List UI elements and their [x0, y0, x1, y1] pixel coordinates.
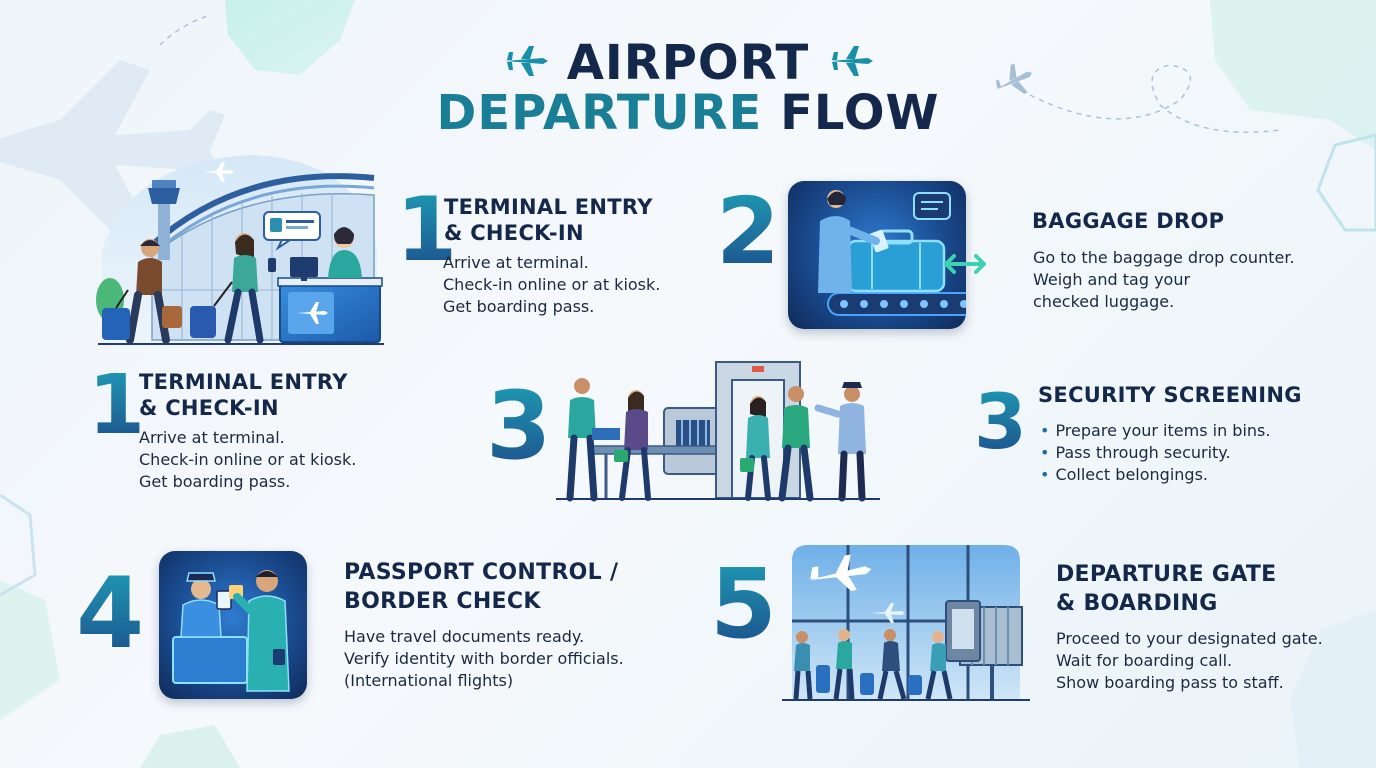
step-1-heading-bottom: TERMINAL ENTRY & CHECK-IN	[139, 369, 348, 421]
step-2-heading-line-1: BAGGAGE DROP	[1032, 209, 1225, 233]
suitcase-icon	[818, 190, 966, 316]
step-3-bullet-1: Prepare your items in bins.	[1040, 420, 1270, 442]
baggage-drop-illustration	[788, 181, 966, 329]
title-flow: FLOW	[780, 85, 940, 141]
step-5-line-2: Wait for boarding call.	[1056, 651, 1233, 670]
step-1b-heading-line-2: & CHECK-IN	[139, 396, 279, 420]
step-4-line-1: Have travel documents ready.	[344, 627, 585, 646]
step-5-heading-line-2: & BOARDING	[1056, 591, 1218, 616]
weigh-arrow-icon	[944, 254, 986, 274]
step-4-line-2: Verify identity with border officials.	[344, 649, 624, 668]
step-4-heading-line-2: BORDER CHECK	[344, 589, 541, 614]
step-1b-line-2: Check-in online or at kiosk.	[139, 450, 357, 469]
security-screening-illustration	[556, 361, 880, 502]
step-5-number: 5	[710, 548, 777, 660]
step-4-number: 4	[76, 557, 145, 671]
step-3-bullet-3: Collect belongings.	[1040, 464, 1270, 486]
step-1-number-bottom: 1	[88, 358, 146, 453]
step-1-heading-line-1: TERMINAL ENTRY	[444, 195, 653, 219]
step-1b-line-1: Arrive at terminal.	[139, 428, 285, 447]
step-1-heading-top: TERMINAL ENTRY & CHECK-IN	[444, 194, 653, 246]
step-5-description: Proceed to your designated gate. Wait fo…	[1056, 628, 1323, 694]
step-2-number: 2	[716, 178, 781, 285]
page-title: AIRPORT DEPARTURE FLOW	[0, 38, 1376, 138]
departure-gate-illustration	[782, 545, 1030, 701]
step-5-heading: DEPARTURE GATE & BOARDING	[1056, 560, 1276, 618]
step-3-bullet-2: Pass through security.	[1040, 442, 1270, 464]
passport-control-illustration	[159, 551, 307, 699]
step-1-line-1: Arrive at terminal.	[443, 253, 589, 272]
step-1b-heading-line-1: TERMINAL ENTRY	[139, 370, 348, 394]
step-5-heading-line-1: DEPARTURE GATE	[1056, 562, 1277, 587]
step-1b-line-3: Get boarding pass.	[139, 472, 291, 491]
title-plane-icon-right	[830, 46, 873, 76]
step-5-line-1: Proceed to your designated gate.	[1056, 629, 1323, 648]
title-plane-icon-left	[505, 46, 548, 76]
step-2-heading: BAGGAGE DROP	[1032, 208, 1224, 234]
title-departure: DEPARTURE	[436, 85, 763, 141]
step-3-number-center: 3	[486, 372, 552, 481]
step-1-description-bottom: Arrive at terminal. Check-in online or a…	[139, 427, 356, 493]
step-4-heading-line-1: PASSPORT CONTROL /	[344, 560, 619, 585]
step-4-line-3: (International flights)	[344, 671, 514, 690]
step-1-number-top: 1	[396, 178, 458, 281]
step-1-line-3: Get boarding pass.	[443, 297, 595, 316]
step-2-line-3: checked luggage.	[1033, 292, 1175, 311]
step-2-line-2: Weigh and tag your	[1033, 270, 1191, 289]
step-1-line-2: Check-in online or at kiosk.	[443, 275, 661, 294]
step-2-line-1: Go to the baggage drop counter.	[1033, 248, 1295, 267]
title-line-2: DEPARTURE FLOW	[0, 88, 1376, 138]
step-2-description: Go to the baggage drop counter. Weigh an…	[1033, 247, 1295, 313]
step-1-heading-line-2: & CHECK-IN	[444, 221, 584, 245]
step-1-description-top: Arrive at terminal. Check-in online or a…	[443, 252, 660, 318]
step-4-description: Have travel documents ready. Verify iden…	[344, 626, 624, 692]
title-line-1: AIRPORT	[566, 35, 810, 91]
step-4-heading: PASSPORT CONTROL / BORDER CHECK	[344, 558, 618, 616]
step-3-heading-line-1: SECURITY SCREENING	[1038, 383, 1302, 407]
step-3-number: 3	[974, 377, 1027, 466]
terminal-checkin-illustration	[96, 155, 384, 345]
step-3-description: Prepare your items in bins. Pass through…	[1040, 420, 1270, 486]
step-5-line-3: Show boarding pass to staff.	[1056, 673, 1284, 692]
officer-icon	[172, 570, 290, 692]
step-3-heading: SECURITY SCREENING	[1038, 382, 1302, 408]
